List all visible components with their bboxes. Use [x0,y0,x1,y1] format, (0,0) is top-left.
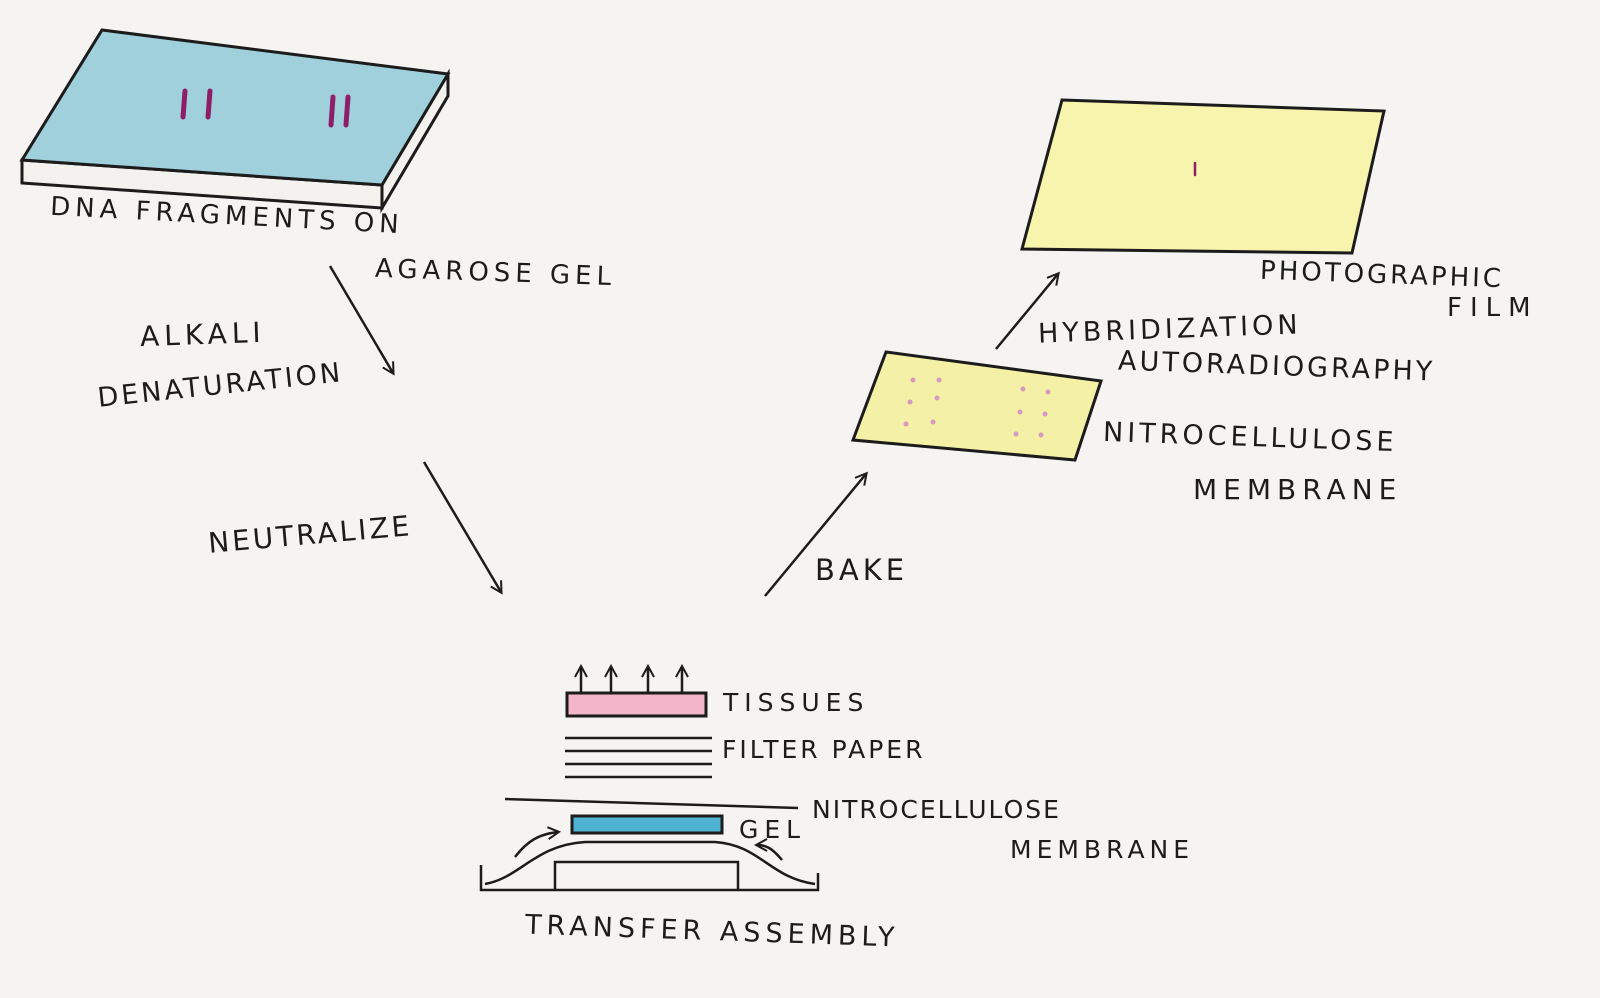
dna-band [343,94,351,128]
film-sheet [1020,98,1386,255]
dna-band [328,94,336,128]
membrane-spot [1013,431,1019,437]
membrane-spot [930,419,936,425]
membrane-spot [1020,386,1026,392]
buffer-tray [479,865,820,892]
filter-paper-label: FILTER PAPER [722,735,926,764]
membrane-spot [1017,409,1023,415]
assembly-nitrocellulose-label: NITROCELLULOSE [812,795,1061,824]
transfer-assembly-drawing [479,667,820,892]
arrow-alkali-denaturation [328,265,393,373]
photographic-film [1020,98,1386,255]
bake-label: BAKE [815,553,909,587]
membrane-spot [936,377,942,383]
film-label: FILM [1447,293,1539,323]
tissues-label: TISSUES [723,688,870,717]
gel-strip [570,814,724,835]
gel-slab-top [19,28,451,187]
arrow-neutralize [422,461,501,592]
assembly-membrane-label: MEMBRANE [1010,835,1195,864]
membrane-spot [1038,432,1044,438]
membrane-sheet [850,350,1103,462]
dna-fragments-label-line2: AGAROSE GEL [374,253,617,293]
membrane-membrane-label: MEMBRANE [1193,473,1403,506]
support-block [553,860,740,890]
dna-band [205,88,213,120]
baked-membrane [850,350,1103,462]
arrow-hybridization [995,274,1058,350]
membrane-spot [1045,389,1051,395]
tissues-layer [565,691,708,718]
dna-band [180,88,188,120]
buffer-flow-arrow [514,832,558,858]
membrane-spot [1042,411,1048,417]
wick-paper [484,840,816,886]
assembly-gel-label: GEL [739,815,807,844]
membrane-spot [903,421,909,427]
buffer-flow-arrow [757,845,783,861]
nitrocellulose-membrane-line [504,797,799,810]
membrane-spot [934,395,940,401]
agarose-gel-slab [19,28,451,214]
alkali-label: ALKALI [139,315,267,354]
membrane-spot [907,399,913,405]
membrane-spot [910,377,916,383]
arrow-bake [764,474,866,597]
